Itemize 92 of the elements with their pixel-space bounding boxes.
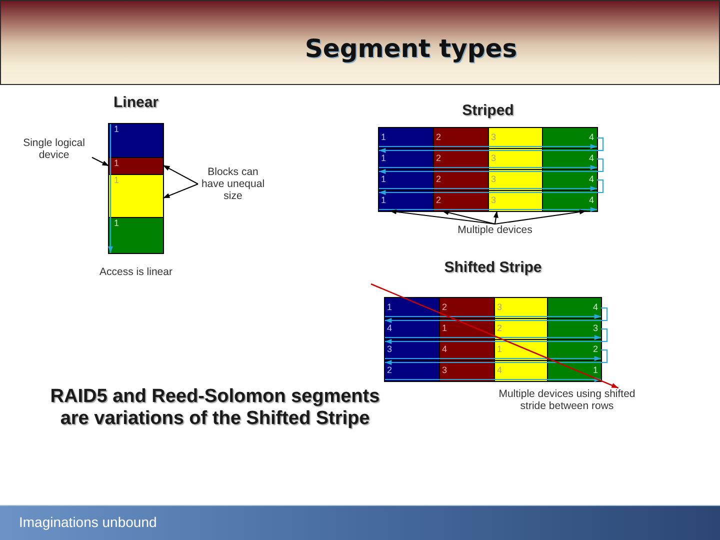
block-number: 3 [497, 302, 502, 312]
block-number: 3 [491, 154, 496, 162]
storage-block [385, 298, 439, 318]
block-number: 4 [588, 132, 594, 142]
access-arrow [379, 165, 597, 170]
storage-block [109, 175, 163, 217]
access-arrow [385, 335, 601, 340]
storage-block [434, 191, 488, 211]
block-number: 2 [436, 196, 442, 204]
block-number: 1 [381, 132, 386, 142]
storage-block [495, 361, 547, 381]
storage-block [548, 298, 601, 318]
leader-arrow [92, 156, 110, 166]
access-arrow [379, 137, 604, 153]
block-number: 3 [491, 132, 496, 142]
diagonal-arrow [370, 283, 619, 389]
storage-block [109, 124, 163, 157]
block-number: 1 [387, 302, 392, 312]
storage-block [440, 298, 494, 318]
section-heading: Linear [114, 94, 158, 112]
block-number: 2 [387, 366, 392, 374]
block-number: 1 [381, 196, 386, 204]
access-arrow [108, 124, 113, 253]
block-number: 4 [387, 324, 392, 332]
storage-block [489, 191, 542, 211]
storage-block [379, 128, 433, 148]
storage-block [434, 149, 488, 169]
callout-text: Multiple devices using shifted stride between rows [484, 388, 650, 412]
block-number: 3 [592, 324, 598, 332]
access-arrow [385, 307, 608, 323]
access-arrow [385, 328, 608, 344]
storage-block [543, 128, 597, 148]
block-number: 4 [497, 366, 502, 374]
leader-arrow [162, 164, 198, 184]
block-number: 4 [588, 154, 594, 162]
leader-arrow [494, 209, 586, 225]
block-number: 1 [442, 324, 448, 332]
note-text: RAID5 and Reed-Solomon segments are variations of the Shifted Stripe [49, 386, 381, 430]
block-number: 3 [387, 344, 392, 354]
block-number: 1 [114, 219, 120, 228]
block-number: 1 [381, 174, 386, 184]
access-arrow [379, 179, 604, 195]
storage-block [440, 340, 494, 360]
tagline: Imaginations unbound [19, 514, 157, 530]
block-number: 1 [592, 366, 598, 374]
access-arrow [379, 186, 597, 191]
callout-text: Single logical device [16, 137, 92, 161]
block-number: 4 [442, 344, 448, 354]
storage-block [434, 128, 488, 148]
section-heading: Striped [462, 102, 514, 120]
block-number: 1 [381, 154, 386, 162]
storage-block [109, 158, 163, 174]
leader-arrow [493, 210, 498, 224]
block-number: 2 [436, 132, 442, 142]
block-number: 4 [592, 302, 598, 312]
block-number: 3 [491, 196, 496, 204]
block-number: 2 [436, 174, 442, 184]
block-number: 3 [491, 174, 496, 184]
block-number: 1 [114, 125, 120, 134]
block-number: 2 [592, 344, 598, 354]
storage-block [495, 319, 547, 339]
leader-arrow [162, 183, 198, 199]
block-number: 2 [436, 154, 442, 162]
storage-block [489, 128, 542, 148]
block-number: 4 [588, 196, 594, 204]
access-arrow [379, 158, 604, 174]
callout-text: Multiple devices [458, 224, 532, 236]
section-heading: Shifted Stripe [444, 259, 542, 277]
block-number: 2 [497, 324, 502, 332]
slide-title: Segment types [304, 34, 518, 64]
block-number: 1 [114, 176, 120, 185]
callout-text: Blocks can have unequal size [198, 166, 268, 202]
storage-block [489, 149, 542, 169]
block-number: 1 [497, 344, 502, 354]
access-arrow [385, 314, 601, 319]
access-arrow [379, 144, 597, 149]
access-arrow [385, 349, 608, 365]
leader-arrow [390, 209, 496, 225]
storage-block [495, 298, 547, 318]
storage-block [109, 218, 163, 253]
storage-block [440, 361, 494, 381]
block-number: 1 [114, 159, 120, 168]
access-arrow [385, 377, 601, 382]
storage-block [434, 170, 488, 190]
leader-arrow [442, 210, 496, 225]
block-number: 2 [442, 302, 448, 312]
block-number: 4 [588, 174, 594, 184]
block-number: 3 [442, 366, 448, 374]
access-arrow [379, 207, 597, 212]
side-note: Access is linear [100, 266, 172, 278]
access-arrow [385, 356, 601, 361]
storage-block [489, 170, 542, 190]
